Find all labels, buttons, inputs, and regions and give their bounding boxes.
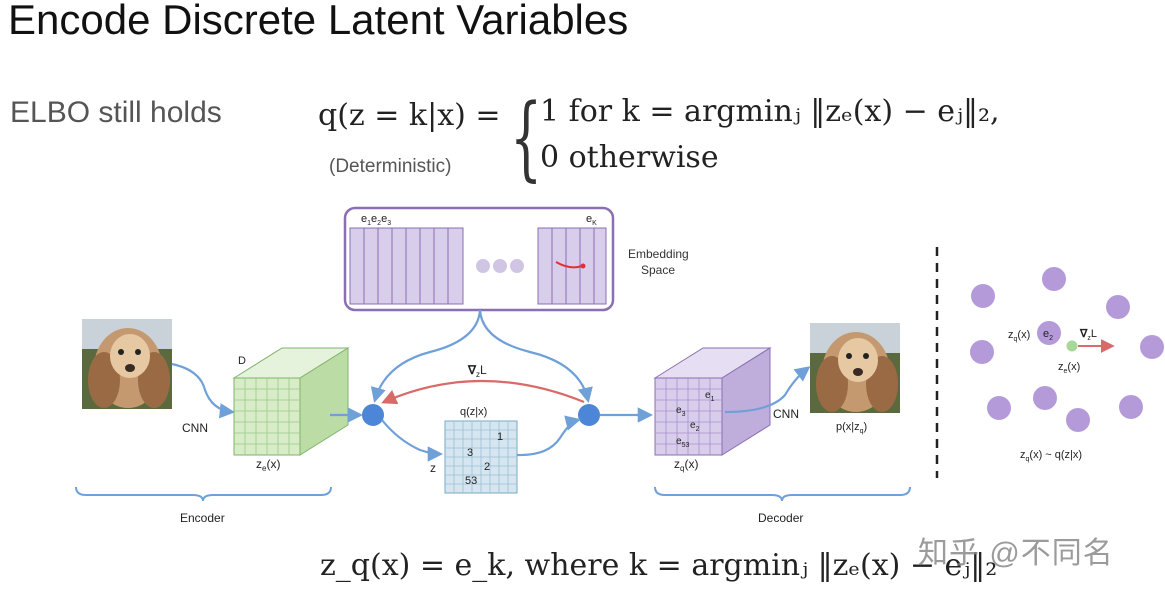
embedding-dot: [1042, 267, 1066, 291]
zq-cube: e1 e3 e2 e53: [653, 347, 772, 456]
embedding-dot: [1119, 395, 1143, 419]
embedding-to-right-arrow: [478, 309, 593, 404]
right-node: [578, 404, 600, 426]
embedding-dot: [1140, 335, 1164, 359]
gradient-arrow: [381, 379, 585, 405]
scatter-zq-label: zq(x): [1008, 329, 1030, 343]
slide-title: Encode Discrete Latent Variables: [8, 0, 629, 43]
output-dog-image: [810, 323, 900, 413]
grid-value: 1: [497, 431, 503, 443]
encoder-brace: [75, 486, 332, 502]
decoder-arrow: [724, 366, 811, 414]
qzx-label: q(z|x): [460, 406, 487, 418]
decoder-brace: [654, 486, 911, 502]
z-label: z: [430, 461, 436, 475]
ze-cube: [232, 347, 350, 456]
node-to-grid-arrow: [381, 419, 444, 462]
embedding-dot: [1106, 295, 1130, 319]
slide-subtitle: ELBO still holds: [10, 96, 222, 129]
embedding-space: e1e2e3 eK: [343, 206, 615, 312]
encoder-label: Encoder: [180, 511, 225, 525]
embedding-block-left: [349, 227, 464, 305]
scatter-grad-label: ∇zL: [1079, 328, 1097, 342]
grid-value: 3: [467, 447, 473, 459]
left-node: [362, 404, 384, 426]
grid-value: 2: [484, 461, 490, 473]
decoder-label: Decoder: [758, 511, 803, 525]
svg-text:eK: eK: [586, 213, 597, 227]
gradient-label: ∇zL: [467, 363, 487, 379]
formula-bottom: z_q(x) = e_k, where k = argminⱼ ‖zₑ(x) −…: [320, 548, 998, 583]
scatter-caption: zq(x) ~ q(z|x): [1020, 449, 1082, 463]
embedding-block-right: [537, 227, 607, 305]
svg-text:e3: e3: [676, 405, 686, 418]
svg-text:e2: e2: [690, 420, 700, 433]
watermark-text: 知乎 @不同名: [918, 537, 1114, 570]
deterministic-note: (Deterministic): [329, 156, 452, 177]
embedding-scatter: [970, 267, 1164, 432]
scatter-e2-label: e2: [1043, 328, 1053, 342]
embedding-dot: [987, 396, 1011, 420]
embedding-dot: [970, 340, 994, 364]
ellipsis-dot: [510, 259, 524, 273]
ze-point: [1066, 340, 1078, 352]
formula-case-1: 1 for k = argminⱼ ‖zₑ(x) − eⱼ‖₂,: [540, 94, 1000, 129]
d-label: D: [238, 355, 246, 367]
svg-text:e1e2e3: e1e2e3: [361, 213, 391, 227]
cnn-left-label: CNN: [182, 421, 208, 435]
svg-text:e53: e53: [676, 436, 689, 449]
embedding-dot: [1037, 321, 1061, 345]
ellipsis-dot: [493, 259, 507, 273]
embedding-dot: [1033, 386, 1057, 410]
formula-lhs: q(z = k|x) =: [318, 98, 501, 133]
svg-text:e1: e1: [705, 390, 715, 403]
ellipsis-dot: [476, 259, 490, 273]
embedding-label: Space: [641, 263, 675, 277]
cnn-right-label: CNN: [773, 407, 799, 421]
scatter-ze-label: ze(x): [1058, 361, 1080, 375]
embedding-to-left-arrow: [370, 309, 482, 403]
zq-label: zq(x): [674, 457, 698, 473]
formula-case-2: 0 otherwise: [540, 140, 719, 175]
embedding-dot: [971, 284, 995, 308]
pxz-label: p(x|zq): [836, 421, 867, 435]
grid-to-node-arrow: [516, 415, 581, 457]
encoder-arrow: [171, 362, 236, 419]
embedding-label: Embedding: [628, 247, 689, 261]
qzx-grid: 1 3 2 53: [444, 420, 518, 494]
input-dog-image: [82, 319, 172, 409]
ze-label: ze(x): [256, 457, 280, 473]
grid-value: 53: [465, 475, 477, 487]
embedding-dot: [1066, 408, 1090, 432]
formula-brace: {: [510, 84, 543, 191]
